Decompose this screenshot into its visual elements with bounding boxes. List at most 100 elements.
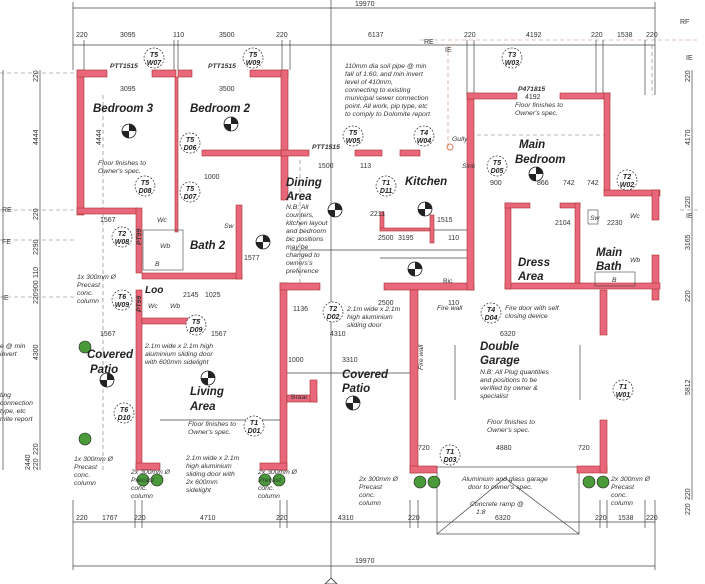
dimensions-bottom-5-label: 4310 — [338, 515, 354, 522]
notes-sliding-left-2-label: with 600mm sidelight — [145, 359, 210, 366]
notes-dining-nb-6-label: changed to — [286, 252, 320, 259]
wall-shape — [135, 207, 143, 274]
circle-shape — [486, 155, 508, 177]
circle-shape — [111, 226, 133, 248]
wall-shape — [379, 227, 431, 232]
column — [136, 473, 150, 487]
dimensions-right-2-label: 220 — [685, 196, 692, 208]
path-shape — [201, 371, 215, 385]
tags-10-t-label: T1 — [382, 180, 390, 187]
fixtures-wb-label: Wb — [170, 303, 180, 310]
dimensions-inner-2-label: 4192 — [525, 94, 541, 101]
wall-shape — [76, 207, 138, 215]
dimensions-left-8-label: 2440 — [25, 454, 32, 470]
tags-3-c-label: D06 — [184, 145, 197, 152]
notes-column-double-1-label: Precast — [359, 484, 383, 491]
room-bedroom-2: Bedroom 2 — [190, 103, 251, 115]
dimensions-top-1-label: 3095 — [120, 32, 136, 39]
wall-shape — [429, 214, 435, 244]
notes-column-double-0-label: 2x 300mm Ø — [130, 469, 171, 476]
notes-dining-nb-4-label: bic positions — [286, 236, 324, 243]
notes-column-single-0-label: 1x 300mm Ø — [77, 274, 117, 281]
fixtures: Wb B Wc Sw Wc Wb Sink Gully Sw Wc Wb B — [142, 136, 640, 310]
dimensions-inner-51-label: 720 — [578, 445, 590, 452]
notes-column-single-3-label: column — [74, 480, 96, 487]
circle-shape — [179, 181, 201, 203]
dimensions-bottom-0-label: 220 — [76, 515, 88, 522]
dimensions-top-3-label: 3500 — [219, 32, 235, 39]
room-dress-area: Dress — [518, 257, 550, 269]
circle-shape — [480, 302, 502, 324]
dimensions-inner-15-label: 866 — [537, 180, 549, 187]
room-dining-label: Dining — [286, 177, 322, 189]
dimensions-inner-1-label: 3500 — [219, 86, 235, 93]
grid-labels-rf-label: RF — [680, 19, 689, 26]
path-shape — [346, 396, 360, 410]
fixtures-wc-label: Wc — [157, 217, 167, 224]
fixtures-wb-label: Wb — [160, 243, 170, 250]
light-icon — [528, 166, 544, 182]
path-shape — [256, 235, 270, 249]
tags-8-t-label: T5 — [141, 180, 149, 187]
notes-sliding-left-1-label: aluminium sliding door — [145, 351, 213, 358]
dimensions-inner-19-label: 1000 — [204, 174, 220, 181]
notes-sliding-d02-1-label: high aluminium — [347, 314, 393, 321]
columns — [78, 340, 610, 489]
room-main-bath: Main — [596, 247, 622, 259]
dimensions-top-7-label: 4192 — [526, 32, 542, 39]
notes-fire-wall-label: Fire wall — [418, 344, 425, 370]
column-note-single-top: 1x 300mm Ø Precast conc. column — [77, 274, 117, 305]
dimensions-bottom-6-label: 220 — [408, 515, 420, 522]
dimensions-top-4-label: 220 — [276, 32, 288, 39]
room-living-area: Living — [190, 386, 224, 398]
notes-fire-door-0-label: Fire door with self — [505, 305, 560, 312]
tags-6-t-label: T5 — [493, 160, 501, 167]
notes-sliding-bottom-4-label: sidelight — [186, 487, 212, 494]
fixtures-sink-label: Sink — [462, 163, 476, 170]
tags-15-t-label: T4 — [487, 307, 495, 314]
north-arrow-icon — [324, 577, 338, 584]
wall-shape — [466, 92, 475, 291]
g-shape — [72, 2, 656, 570]
dimensions-top-0-label: 220 — [76, 32, 88, 39]
dimensions-left-10-label: 220 — [33, 458, 40, 470]
circle-shape — [185, 314, 207, 336]
tags-15-c-label: D04 — [485, 315, 498, 322]
circle-shape — [242, 47, 264, 69]
tags-0-c-label: W07 — [147, 60, 163, 67]
path-shape — [100, 373, 114, 387]
dimensions-inner-43-label: 6320 — [500, 331, 516, 338]
dimensions-right-0-label: 220 — [685, 70, 692, 82]
wall-shape — [504, 202, 531, 209]
dimensions-inner-10-label: 113 — [360, 163, 371, 170]
window-ref-w08: PT99 — [136, 229, 143, 245]
notes-column-single-2-label: conc. — [77, 290, 93, 297]
room-main-bedroom-2: Bedroom — [515, 154, 565, 166]
wall-shape — [651, 254, 660, 301]
notes-dining-nb-0-label: N.B: All — [286, 204, 309, 211]
dimensions-right-4-label: 220 — [685, 290, 692, 302]
notes-column-single-2-label: conc. — [74, 472, 90, 479]
dimensions-top-2-label: 110 — [173, 32, 184, 39]
grid-labels-ie-label: IE — [2, 295, 9, 302]
notes-column-double-2-label: conc. — [611, 492, 627, 499]
tags-13-c-label: D09 — [190, 327, 203, 334]
dimensions-inner-39-label: 1000 — [288, 357, 304, 364]
dimensions-bottom-3-label: 4710 — [200, 515, 216, 522]
dimensions-inner-27-label: 1577 — [244, 255, 260, 262]
notes-soil-pipe-1-label: fall of 1:60, and min invert — [345, 71, 424, 78]
garage-nb-note: N.B: All Plug quantities and positions t… — [480, 369, 549, 400]
notes-floor-finish-0-label: Floor finishes to — [98, 160, 146, 167]
dimensions-inner-3-label: 4444 — [96, 129, 103, 145]
dimensions-inner-44-label: 1567 — [211, 331, 227, 338]
notes-column-double-1-label: Precast — [611, 484, 635, 491]
circle-shape — [342, 125, 364, 147]
